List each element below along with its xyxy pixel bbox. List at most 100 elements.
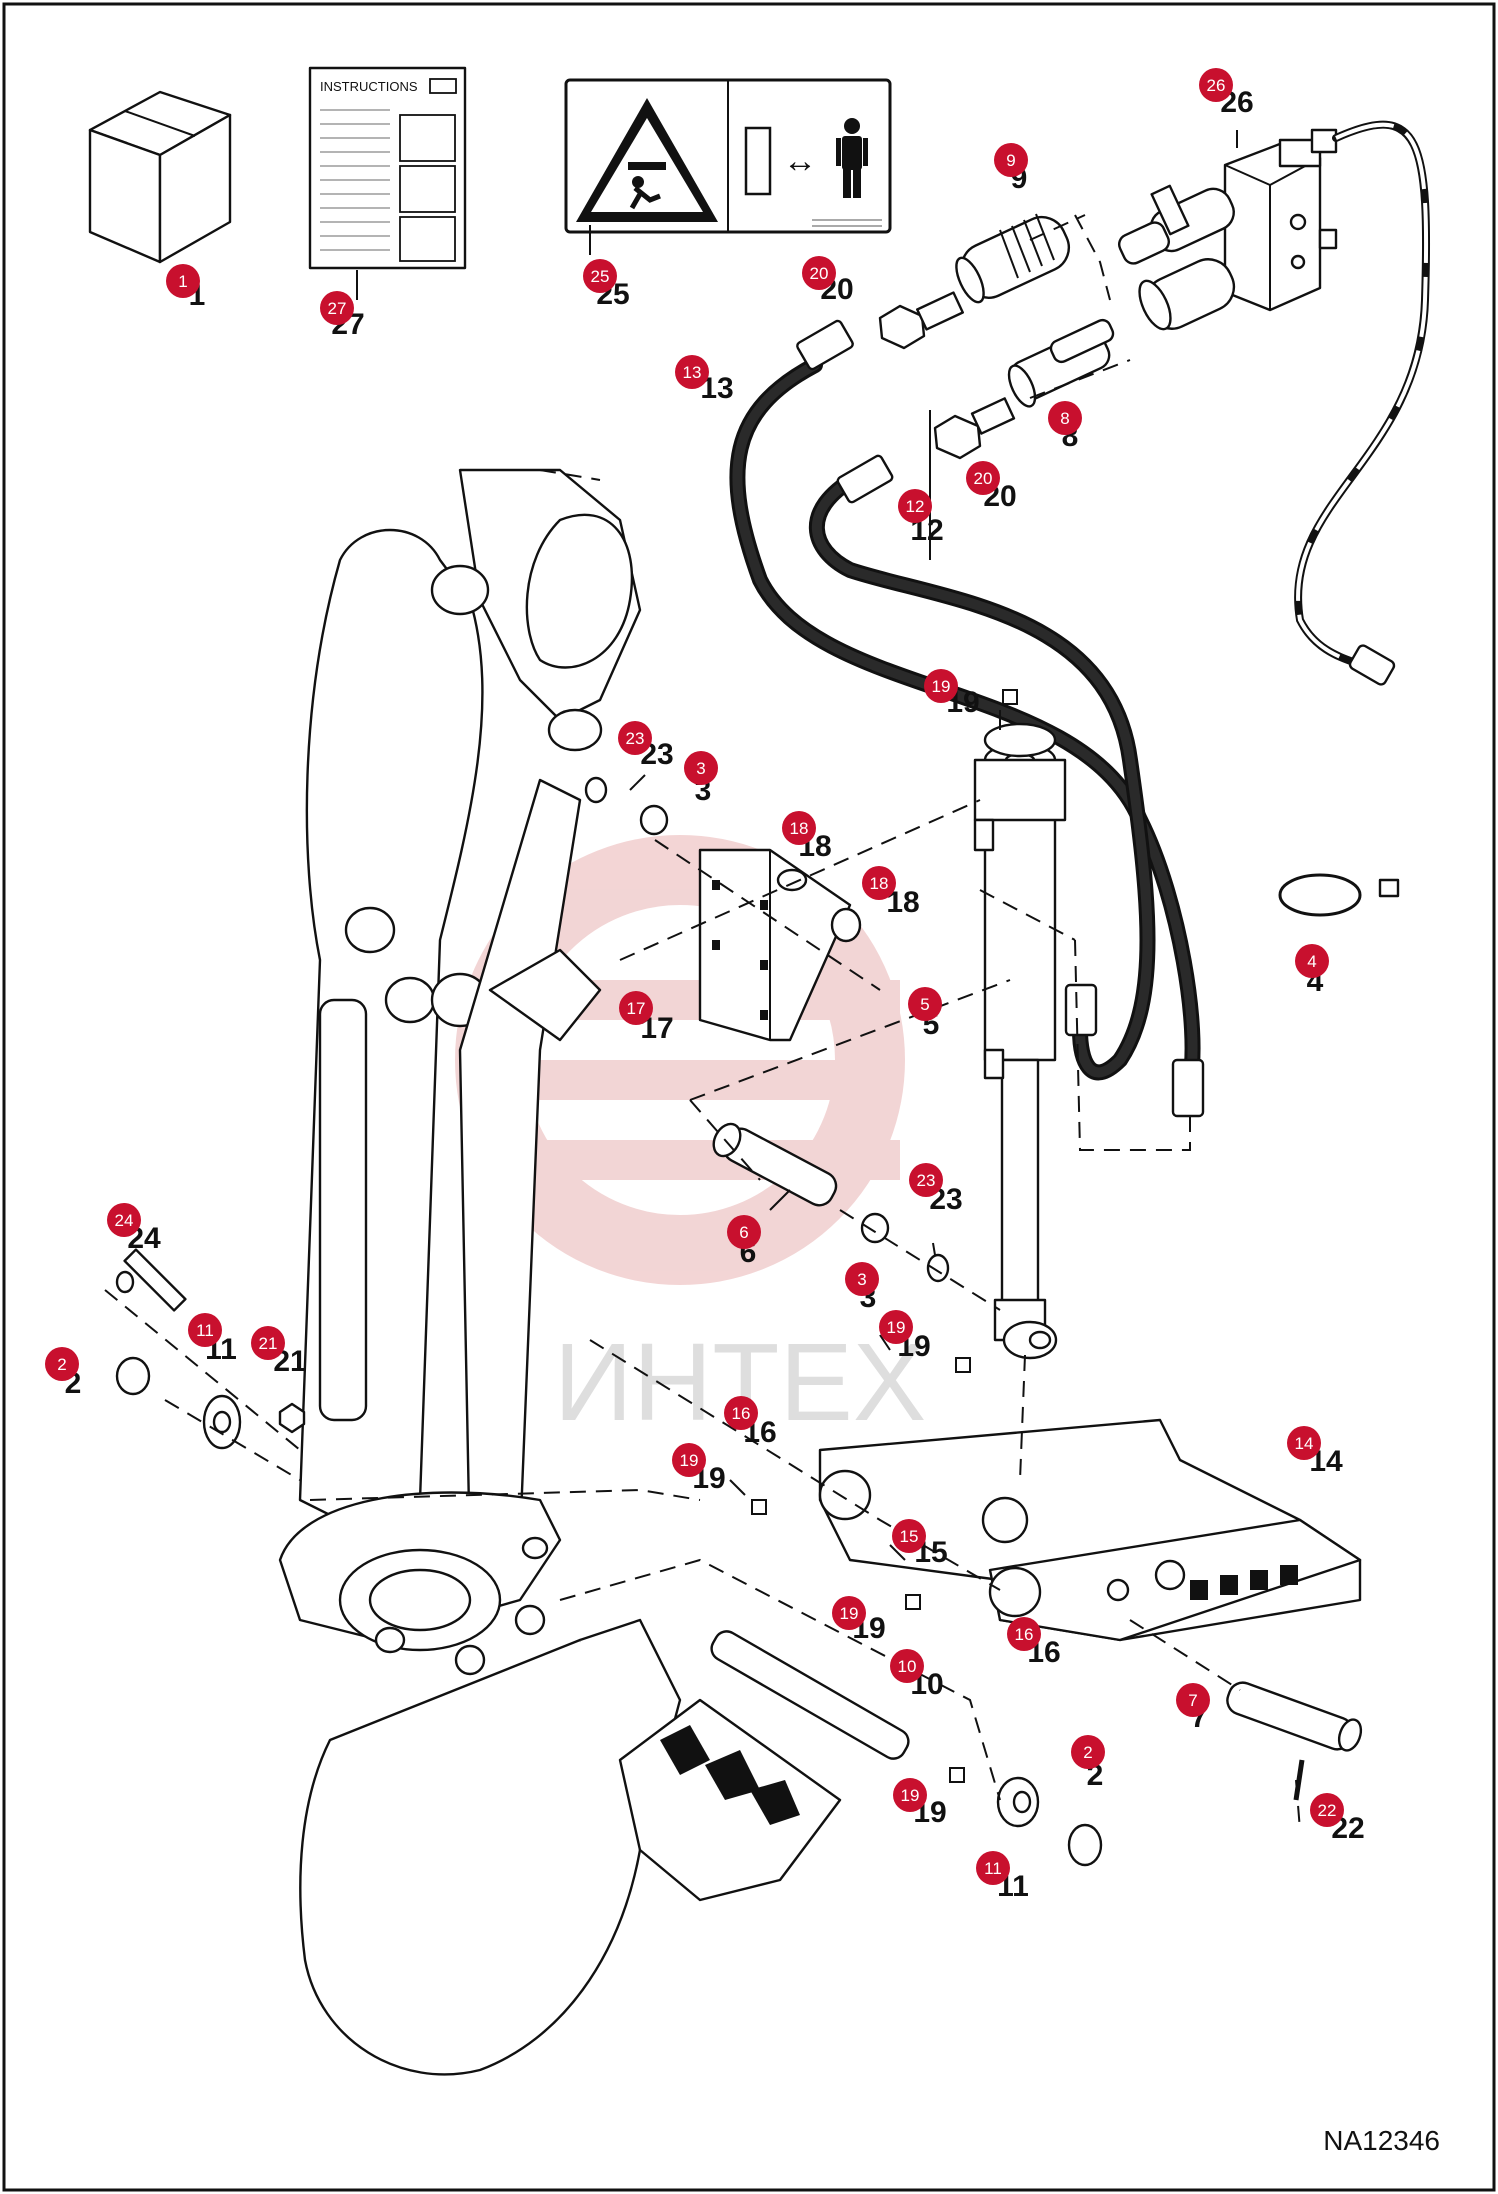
crush-hazard-icon: [628, 162, 666, 210]
callout-9: 99: [994, 143, 1028, 195]
callout-badge-number: 19: [840, 1604, 859, 1623]
callout-badge-number: 23: [626, 729, 645, 748]
callout-badge: [832, 1596, 866, 1630]
callout-badge: [892, 1519, 926, 1553]
callout-4: 44: [1295, 944, 1329, 998]
callout-2: 22: [1071, 1735, 1105, 1792]
snap-ring-23-upper: [584, 776, 608, 804]
pin-6: [712, 1122, 838, 1207]
callout-badge-number: 19: [932, 677, 951, 696]
callout-badge: [727, 1215, 761, 1249]
drawing-id: NA12346: [1323, 2125, 1440, 2156]
callout-badge-number: 16: [732, 1404, 751, 1423]
callout-badge-number: 23: [917, 1171, 936, 1190]
pin-7: [1226, 1681, 1363, 1752]
callout-badge-number: 27: [328, 299, 347, 318]
callout-1: 11: [166, 264, 205, 312]
callout-badge: [107, 1203, 141, 1237]
callout-badge: [672, 1443, 706, 1477]
callout-6: 66: [727, 1215, 761, 1269]
assembly-lines: [104, 214, 1301, 1831]
callout-badge-number: 19: [680, 1451, 699, 1470]
watermark-logo: [455, 835, 905, 1285]
callout-badge: [845, 1262, 879, 1296]
bushing-11-right: [996, 1776, 1040, 1828]
callout-badge: [890, 1649, 924, 1683]
callout-badge-number: 17: [627, 999, 646, 1018]
callout-badge-number: 18: [870, 874, 889, 893]
callout-badge: [45, 1347, 79, 1381]
bolt-24: [115, 1248, 187, 1312]
callout-2: 22: [45, 1347, 81, 1400]
person-icon: [836, 118, 868, 198]
valve-coupler-upper: [1117, 184, 1235, 265]
callout-badge-number: 2: [57, 1355, 66, 1374]
callout-badge: [966, 461, 1000, 495]
callout-badge: [924, 669, 958, 703]
callout-badge-number: 18: [790, 819, 809, 838]
hose-end-fitting-13-top: [796, 319, 854, 371]
mounting-bracket: [698, 848, 862, 1042]
callout-badge-number: 15: [900, 1527, 919, 1546]
callout-badge-number: 19: [901, 1786, 920, 1805]
callout-badge: [619, 991, 653, 1025]
hydraulic-line-on-arm: [318, 998, 368, 1422]
excavator-bucket: [299, 1604, 842, 2076]
callout-badge-number: 12: [906, 497, 925, 516]
bucket-quick-coupler: [818, 1418, 1362, 1642]
callout-badge: [1287, 1426, 1321, 1460]
callout-badge: [583, 259, 617, 293]
callout-badge-number: 20: [810, 264, 829, 283]
callout-badge-number: 11: [196, 1321, 214, 1340]
callout-badge-number: 8: [1060, 409, 1069, 428]
arm-base-mount: [278, 1491, 562, 1654]
grease-fitting: [751, 689, 1018, 1783]
washer-2-left: [115, 1356, 151, 1396]
quick-coupler-male: [1007, 318, 1115, 408]
callout-badge-number: 24: [115, 1211, 134, 1230]
callout-badge: [724, 1396, 758, 1430]
callout-badge: [862, 866, 896, 900]
callout-8: 88: [1048, 401, 1082, 453]
diverter-valve: [1223, 128, 1338, 312]
washer-3-upper: [639, 804, 669, 836]
callout-badge: [1007, 1617, 1041, 1651]
thin-hose-fitting: [1348, 644, 1396, 686]
excavator-arm: [298, 468, 642, 1562]
callout-badge: [994, 143, 1028, 177]
callout-badge-number: 6: [739, 1223, 748, 1242]
callout-badge-number: 25: [591, 267, 610, 286]
callout-badge-number: 19: [887, 1318, 906, 1337]
callout-7: 77: [1176, 1683, 1210, 1734]
washer-3-lower: [860, 1212, 890, 1244]
callout-badge-number: 2: [1083, 1743, 1092, 1762]
callout-badge: [251, 1326, 285, 1360]
callout-badge-number: 16: [1015, 1625, 1034, 1644]
callout-badge-number: 9: [1006, 151, 1015, 170]
cable-tie: [1278, 873, 1400, 917]
callout-badge: [898, 489, 932, 523]
callout-3: 33: [684, 751, 718, 807]
callout-badge: [1295, 944, 1329, 978]
valve-coupler-lower: [1138, 258, 1236, 331]
callout-badge: [320, 291, 354, 325]
